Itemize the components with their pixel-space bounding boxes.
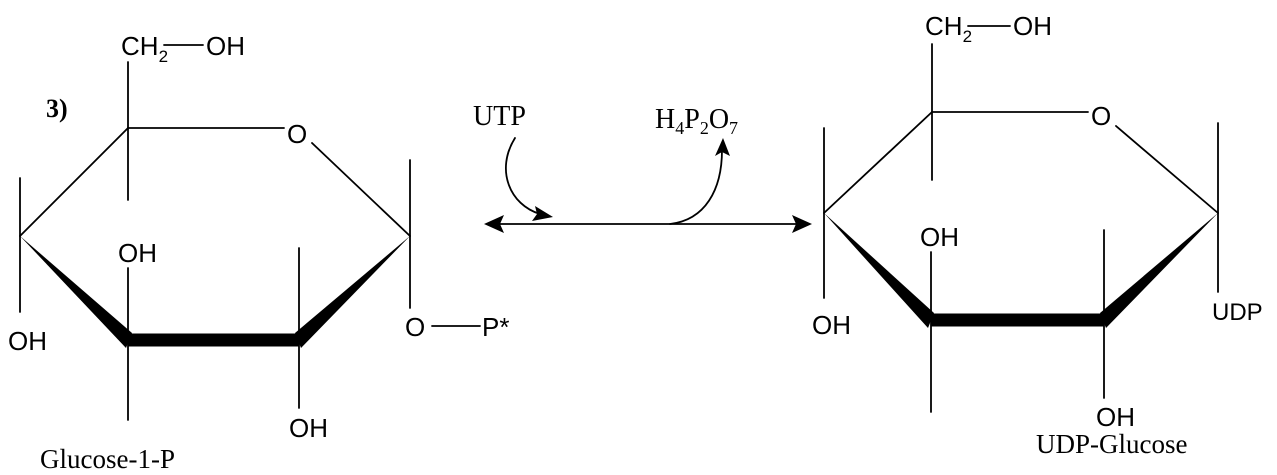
ch2-label: CH2 [121, 31, 168, 66]
udp-glucose-name: UDP-Glucose [1036, 429, 1187, 459]
c4-hydroxyl-label-right: OH [812, 310, 851, 340]
udp-glucose-structure: CH2 OH O OH OH OH UDP UDP-Glucose [812, 11, 1263, 459]
glucose-1-p-name: Glucose-1-P [40, 444, 175, 474]
utp-arrowhead [532, 206, 553, 221]
glucose-1-phosphate-structure: CH2 OH O OH OH OH O P* Glucose-1-P [8, 31, 509, 474]
ring-o-c1-bond [311, 142, 411, 237]
c2-hydroxyl-label: OH [289, 413, 328, 443]
step-label: 3) [46, 94, 68, 123]
anomeric-oxygen-label: O [405, 312, 425, 342]
utp-label: UTP [473, 101, 526, 132]
utp-curved-arrow [505, 137, 541, 215]
c3-hydroxyl-label-right: OH [920, 222, 959, 252]
ch2-hydroxyl-label: OH [206, 31, 245, 61]
ring-oxygen-label-right: O [1091, 101, 1111, 131]
reaction-arrows: UTP H4P2O7 [473, 101, 812, 233]
right-arrowhead [792, 215, 812, 233]
c2-hydroxyl-label-right: OH [1096, 402, 1135, 432]
c3-hydroxyl-label: OH [118, 238, 157, 268]
phosphate-label: P* [482, 312, 509, 342]
pyrophosphate-arrowhead [715, 138, 730, 156]
udp-label: UDP [1212, 299, 1263, 326]
ring-c4-c5-bond [19, 127, 129, 237]
pyrophosphate-curved-arrow [669, 149, 723, 225]
pyrophosphate-label: H4P2O7 [655, 104, 738, 138]
ring-c4-c5-bond-right [823, 111, 933, 214]
ring-oxygen-label: O [287, 119, 307, 149]
left-arrowhead [484, 215, 504, 233]
ring-c4-c3-wedge-right [824, 213, 934, 328]
ring-o-c1-bond-right [1115, 125, 1219, 214]
c4-hydroxyl-label: OH [8, 326, 47, 356]
ring-c1-c2-wedge-right [1100, 213, 1218, 328]
ring-c1-c2-wedge [295, 236, 410, 348]
ch2-label-right: CH2 [925, 11, 972, 46]
ch2-hydroxyl-label-right: OH [1013, 11, 1052, 41]
ring-c4-c3-wedge [20, 236, 132, 348]
